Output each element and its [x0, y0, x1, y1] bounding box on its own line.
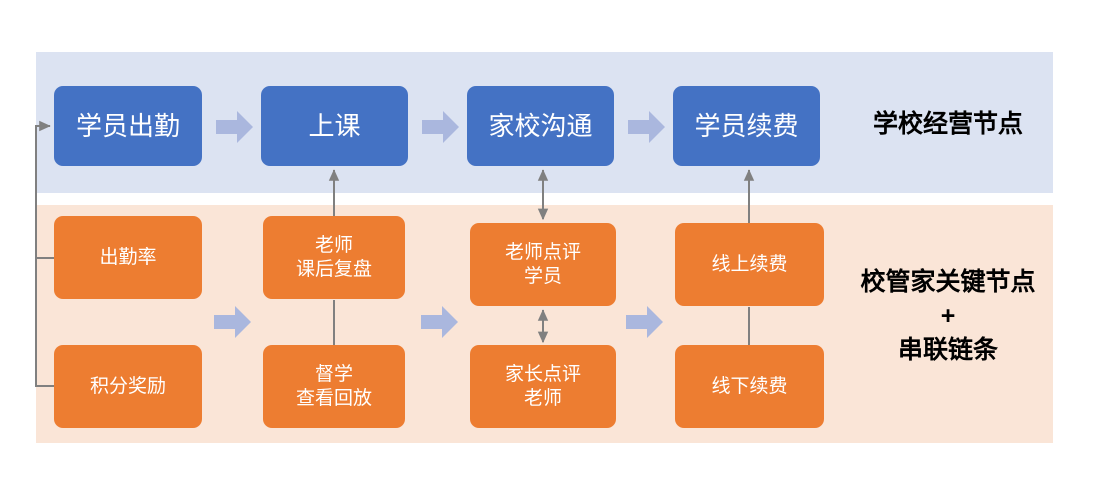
block-arrow-icon [422, 111, 459, 143]
node-online-renewal[interactable]: 线上续费 [675, 223, 824, 306]
block-arrow-icon [214, 306, 251, 338]
node-label: 老师点评 学员 [504, 241, 581, 287]
node-label: 出勤率 [99, 246, 157, 268]
node-home-school-communication[interactable]: 家校沟通 [467, 86, 614, 166]
block-arrow-icon [628, 111, 665, 143]
node-label: 线上续费 [711, 253, 788, 275]
node-student-renewal[interactable]: 学员续费 [673, 86, 820, 166]
node-label: 线下续费 [711, 375, 788, 397]
block-arrow-icon [626, 306, 663, 338]
node-parent-comments-teacher[interactable]: 家长点评 老师 [470, 345, 616, 428]
node-label: 家校沟通 [488, 110, 593, 141]
node-student-attendance[interactable]: 学员出勤 [54, 86, 202, 166]
block-arrow-icon [216, 111, 253, 143]
node-attendance-rate[interactable]: 出勤率 [54, 216, 202, 299]
node-label: 上课 [308, 110, 361, 141]
node-supervision-replay[interactable]: 督学 查看回放 [263, 345, 405, 428]
node-class-session[interactable]: 上课 [261, 86, 408, 166]
block-arrow-icon [421, 306, 458, 338]
node-label: 积分奖励 [89, 375, 166, 397]
top-band-caption: 学校经营节点 [872, 110, 1023, 138]
node-teacher-post-class-review[interactable]: 老师 课后复盘 [263, 216, 405, 299]
node-label: 老师 课后复盘 [295, 234, 372, 280]
node-label: 学员续费 [694, 110, 799, 141]
node-teacher-comments-student[interactable]: 老师点评 学员 [470, 223, 616, 306]
node-offline-renewal[interactable]: 线下续费 [675, 345, 824, 428]
node-label: 家长点评 老师 [504, 363, 581, 409]
node-label: 督学 查看回放 [295, 363, 372, 409]
node-points-reward[interactable]: 积分奖励 [54, 345, 202, 428]
bottom-band-caption: 校管家关键节点 + 串联链条 [860, 268, 1036, 364]
node-label: 学员出勤 [75, 110, 180, 141]
